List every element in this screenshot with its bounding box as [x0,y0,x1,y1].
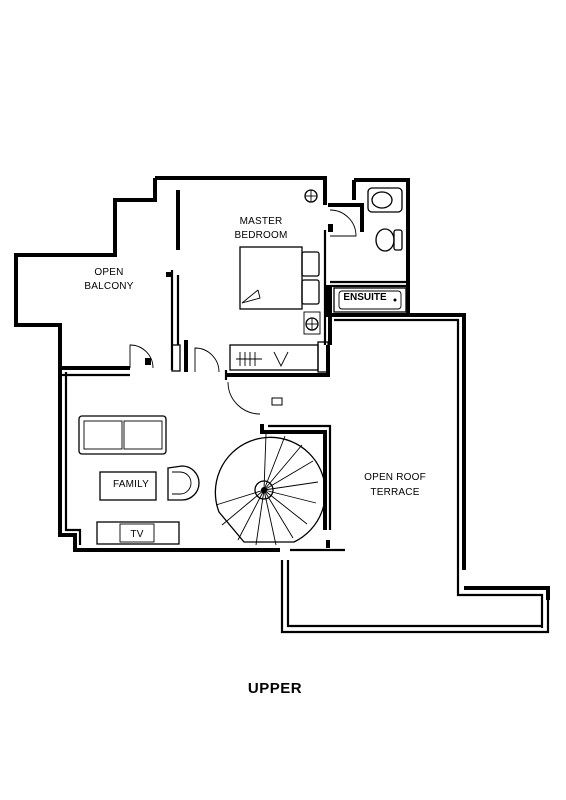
family-furniture [78,415,200,545]
family-label: FAMILY [113,479,149,490]
spiral-stair [214,433,326,546]
bedroom-furniture [229,189,329,373]
tv-label: TV [130,529,143,540]
open-balcony-label-1: OPEN [94,267,123,278]
master-bedroom-label-2: BEDROOM [234,230,287,241]
open-balcony-label-2: BALCONY [84,281,133,292]
ensuite-label: ENSUITE [343,292,387,303]
master-bedroom-label-1: MASTER [240,216,283,227]
open-roof-terrace-label-2: TERRACE [370,487,419,498]
doors [129,209,357,415]
floor-level-label: UPPER [248,680,302,697]
ensuite-fixtures [333,187,407,313]
room-labels: MASTER BEDROOM OPEN BALCONY ENSUITE FAMI… [84,216,426,697]
open-roof-terrace-label-1: OPEN ROOF [364,472,426,483]
